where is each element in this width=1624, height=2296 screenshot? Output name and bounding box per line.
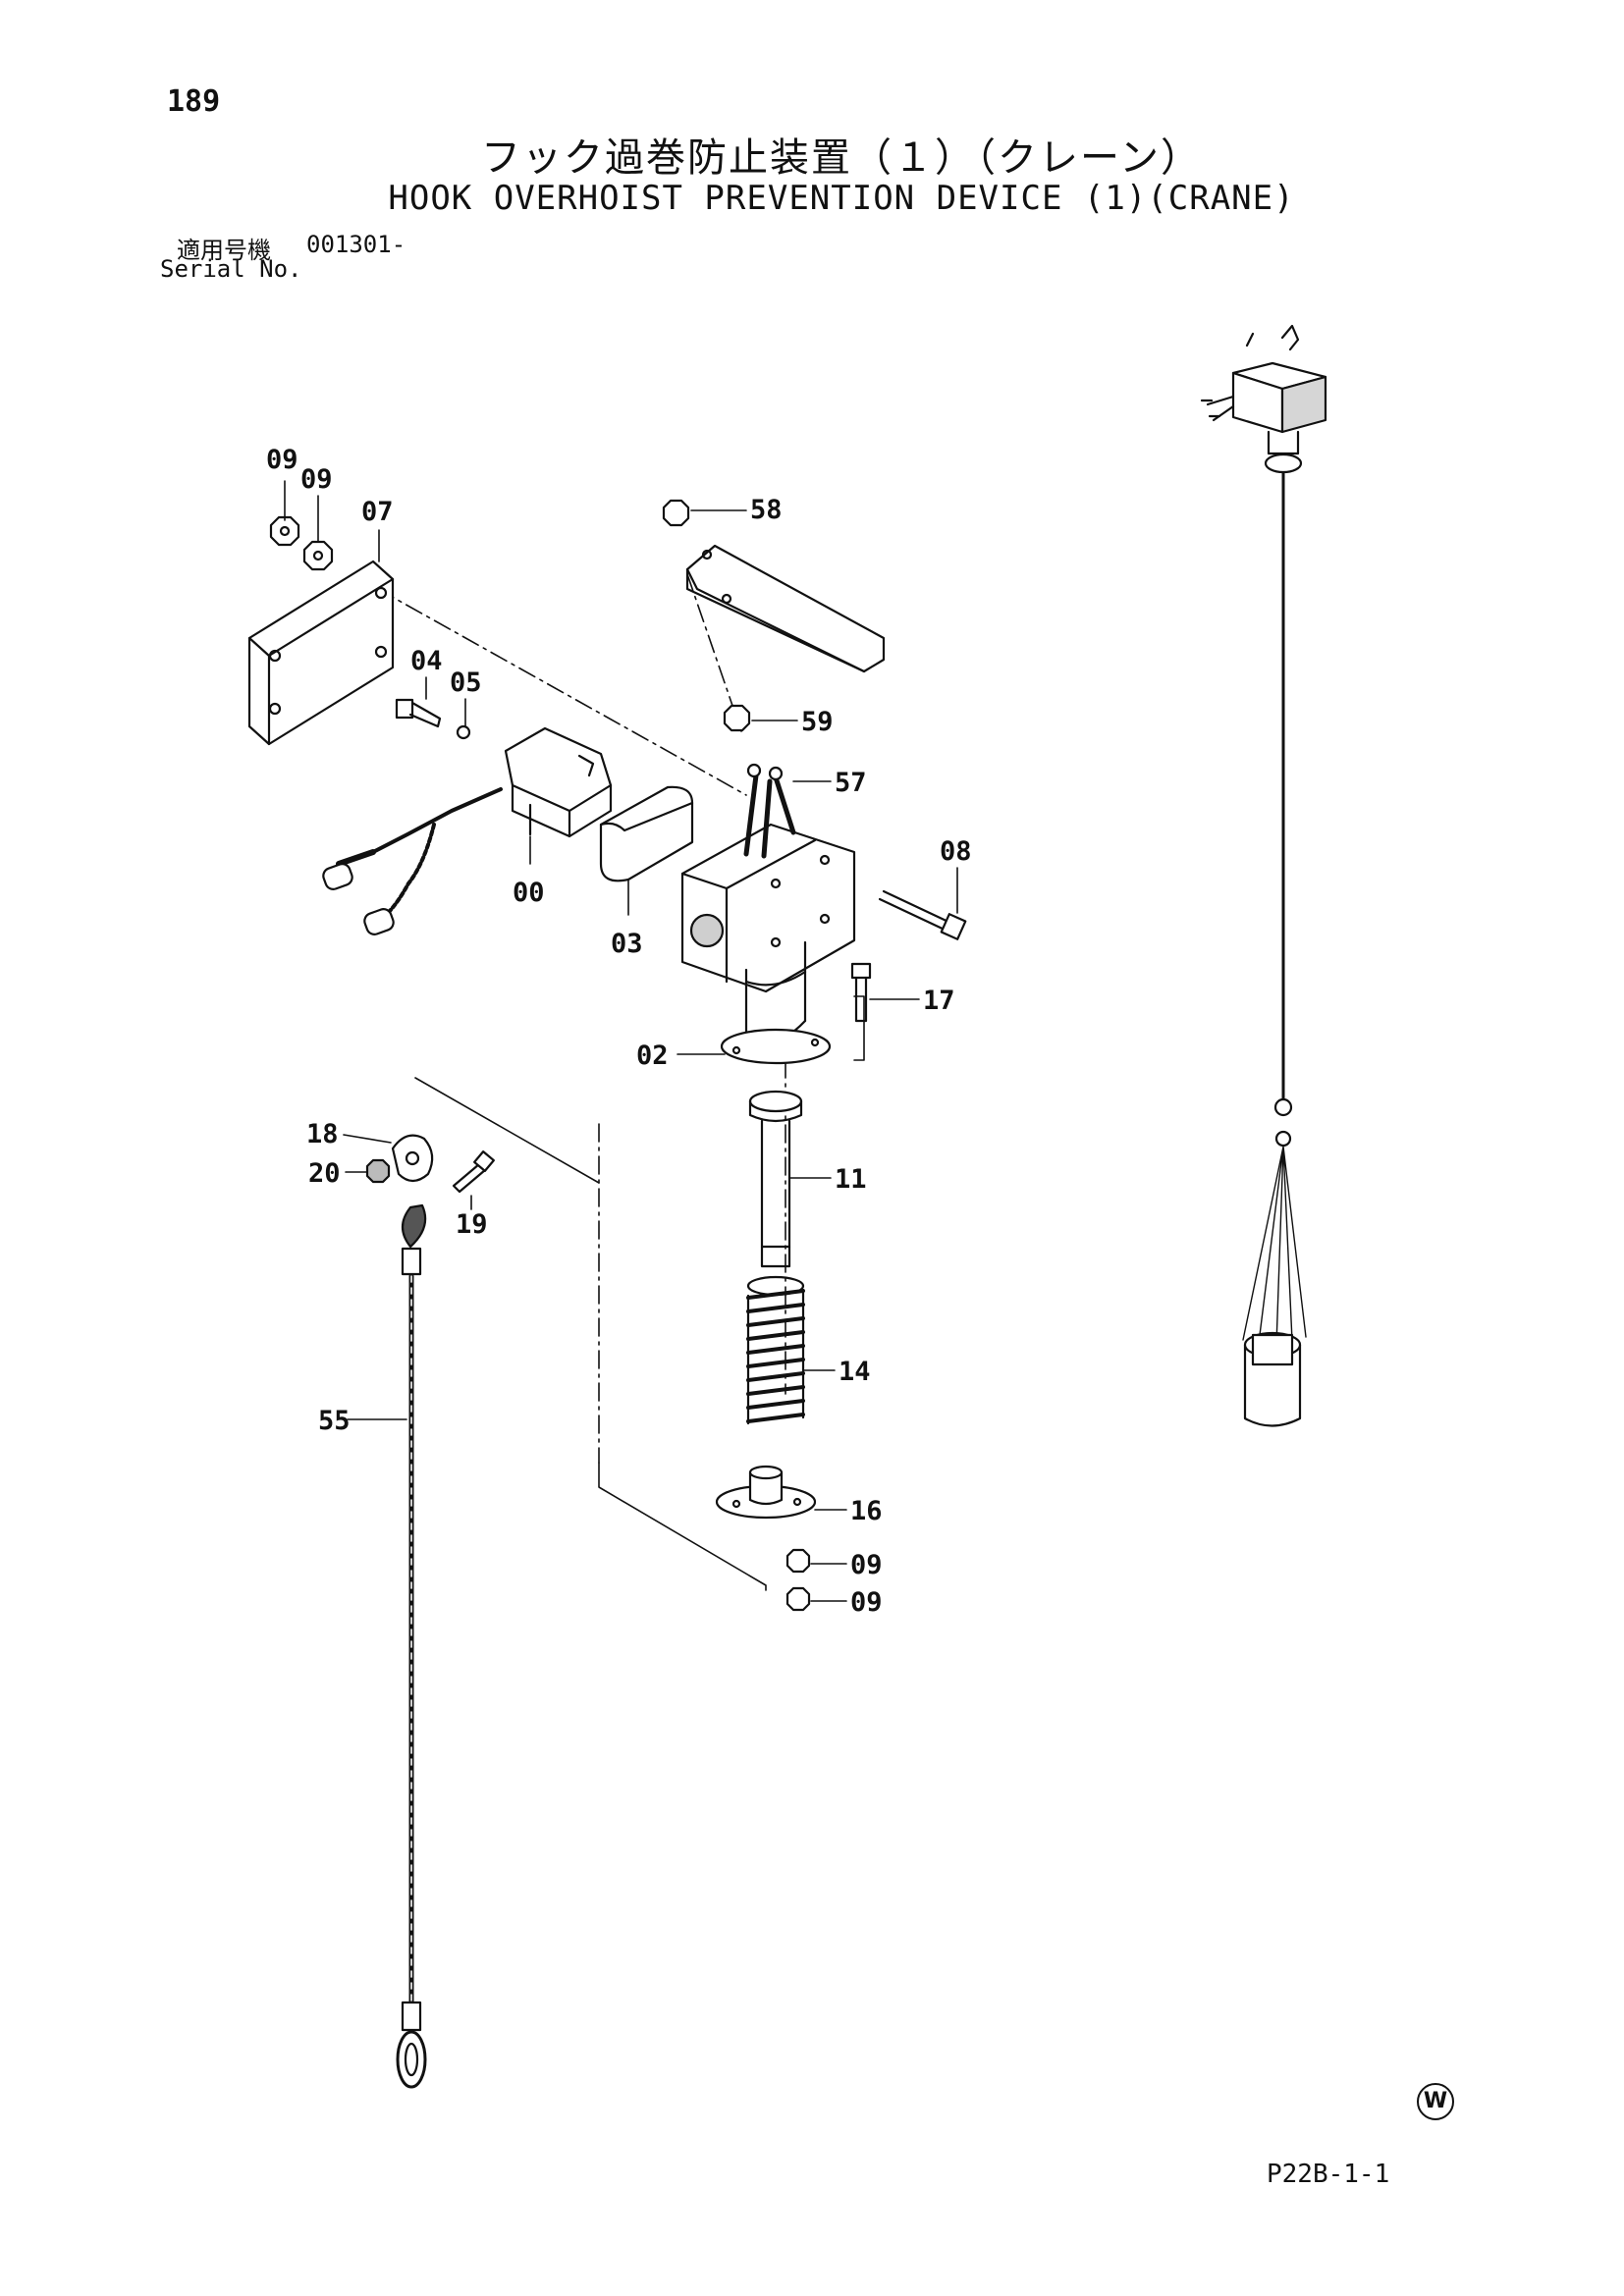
title-english: HOOK OVERHOIST PREVENTION DEVICE (1)(CRA… <box>388 179 1295 218</box>
part-09-nut-lower-a <box>785 1548 811 1574</box>
part-58-nut <box>662 499 690 527</box>
page-reference: P22B-1-1 <box>1267 2160 1390 2189</box>
part-55-wire-rope <box>396 1203 427 2089</box>
callout-14: 14 <box>839 1357 871 1387</box>
callout-08: 08 <box>940 836 972 867</box>
callout-55: 55 <box>318 1406 351 1436</box>
callout-18: 18 <box>306 1119 339 1149</box>
part-18-clamp <box>391 1134 434 1183</box>
part-59-nut <box>723 704 751 732</box>
part-07-plate <box>247 560 395 746</box>
callout-59: 59 <box>801 707 834 737</box>
callout-09-c: 09 <box>850 1550 883 1580</box>
overview-illustration <box>1200 324 1327 1427</box>
callout-20: 20 <box>308 1158 341 1189</box>
part-16-base <box>715 1465 817 1520</box>
callout-02: 02 <box>636 1041 669 1071</box>
serial-number-value: 001301- <box>306 231 406 258</box>
serial-label-japanese: 適用号機 <box>177 237 271 264</box>
callout-58: 58 <box>750 495 783 525</box>
part-14-spring <box>746 1275 805 1425</box>
part-09-nuts-top <box>269 515 334 571</box>
part-03-cover <box>599 785 694 882</box>
part-00-limit-switch <box>322 726 613 935</box>
part-17-bolt <box>850 962 872 1023</box>
callout-17: 17 <box>923 986 955 1016</box>
part-20-nut <box>365 1158 391 1184</box>
part-05-washer <box>456 724 471 740</box>
callout-05: 05 <box>450 667 482 698</box>
part-angle-bracket <box>685 544 886 673</box>
part-04-bolt <box>395 698 442 728</box>
callout-19: 19 <box>456 1209 488 1240</box>
alignment-lines <box>377 573 786 1464</box>
leader-lines <box>284 480 958 1602</box>
part-11-rod <box>748 1090 803 1268</box>
callout-03: 03 <box>611 929 643 959</box>
callout-11: 11 <box>835 1164 867 1195</box>
callout-16: 16 <box>850 1496 883 1526</box>
bracket-leader <box>414 1077 767 1591</box>
part-02-housing <box>680 823 856 1065</box>
callout-57: 57 <box>835 768 867 798</box>
callout-04: 04 <box>410 646 443 676</box>
callout-09-d: 09 <box>850 1587 883 1618</box>
page-number: 189 <box>167 84 221 119</box>
part-08-bolt <box>878 889 967 940</box>
serial-label-english: Serial No. <box>160 255 302 283</box>
callout-09-a: 09 <box>266 445 298 475</box>
callout-07: 07 <box>361 497 394 527</box>
part-19-bolt <box>452 1150 495 1194</box>
manufacturer-mark-icon: W <box>1417 2083 1454 2120</box>
part-57-grease-fitting <box>743 763 796 859</box>
title-japanese: フック過巻防止装置（１）（クレーン） <box>481 135 1202 181</box>
callout-09-b: 09 <box>300 464 333 495</box>
callout-00: 00 <box>513 878 545 908</box>
part-09-nut-lower-b <box>785 1586 811 1612</box>
callout-labels: 09 09 07 58 04 05 59 57 08 00 03 17 02 1… <box>266 445 972 1618</box>
